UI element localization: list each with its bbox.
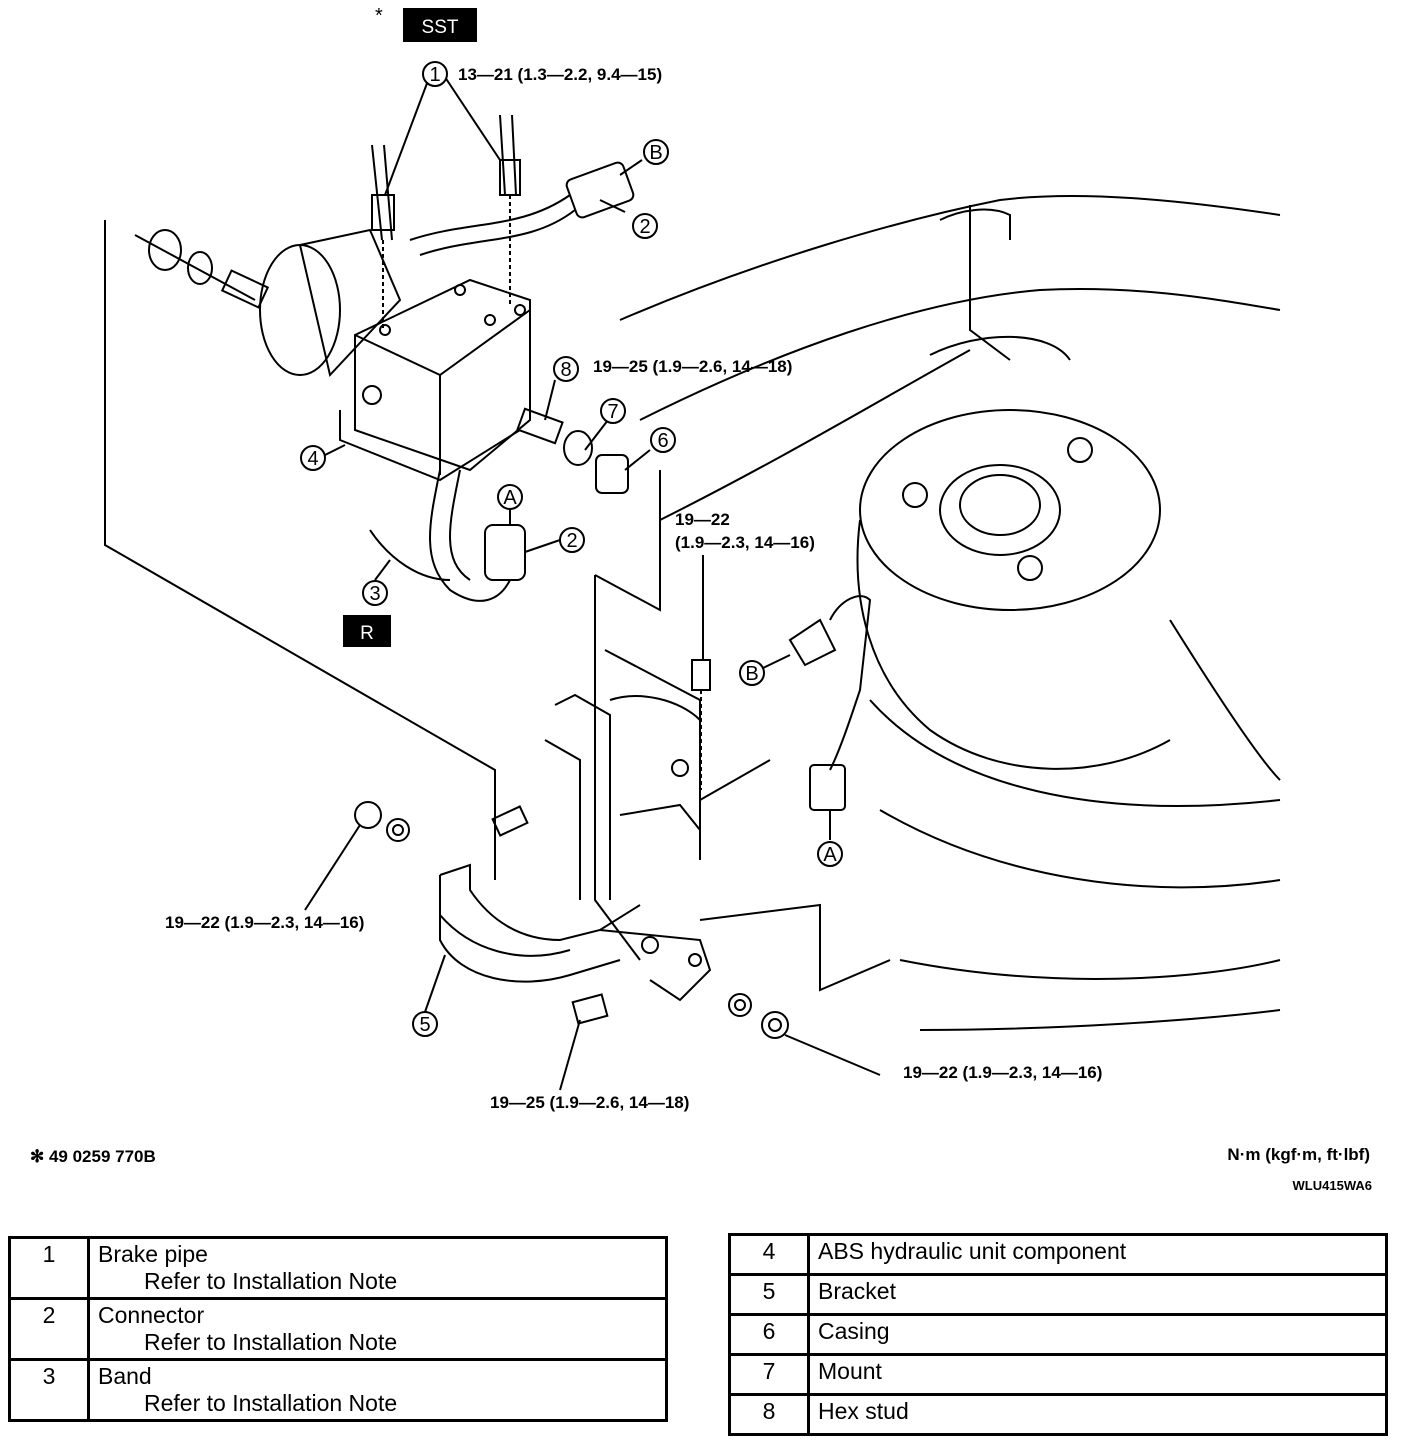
callout-circle-8: [553, 356, 579, 382]
callout-A-top: A: [503, 487, 517, 509]
callout-circle-7: [600, 398, 626, 424]
torque-label-hex-stud: 19—25 (1.9—2.6, 14—18): [593, 357, 792, 376]
part-name: Band: [98, 1363, 152, 1389]
callout-circle-A-bottom: [817, 841, 843, 867]
part-name: Hex stud: [807, 1393, 1388, 1436]
part-name: ABS hydraulic unit component: [807, 1233, 1388, 1276]
part-note: Refer to Installation Note: [144, 1390, 398, 1416]
callout-circle-B-bottom: [739, 660, 765, 686]
callout-7: 7: [607, 401, 618, 423]
table-row: 8 Hex stud: [728, 1393, 1388, 1436]
table-row: 4 ABS hydraulic unit component: [728, 1233, 1388, 1276]
callout-circle-2-bottom: [559, 527, 585, 553]
torque-label-bottom-bolt: 19—25 (1.9—2.6, 14—18): [490, 1093, 689, 1112]
table-row: 5 Bracket: [728, 1273, 1388, 1316]
abs-hydraulic-unit: [259, 228, 531, 482]
part-number: 7: [728, 1353, 810, 1396]
part-number: 4: [728, 1233, 810, 1276]
callout-circle-5: [412, 1011, 438, 1037]
connector-harness: [369, 161, 872, 811]
r-box: [343, 615, 391, 647]
frame-outline: [104, 220, 891, 992]
part-number: 1: [8, 1236, 90, 1300]
part-number: 2: [8, 1297, 90, 1361]
bracket: [439, 693, 712, 1002]
part-note: Refer to Installation Note: [144, 1329, 398, 1355]
torque-label-right-nut: 19—22 (1.9—2.3, 14—16): [903, 1063, 1102, 1082]
sst-label: SST: [422, 17, 459, 38]
torque-label-mid-line2: (1.9—2.3, 14—16): [675, 533, 815, 552]
callout-circle-A-top: [497, 484, 523, 510]
part-note: Refer to Installation Note: [144, 1268, 398, 1294]
part-name: Mount: [807, 1353, 1388, 1396]
callout-circle-4: [300, 445, 326, 471]
sst-note: ✻ 49 0259 770B: [30, 1147, 156, 1166]
torque-label-left-nut: 19—22 (1.9—2.3, 14—16): [165, 913, 364, 932]
strut-tower-body: [619, 194, 1281, 1031]
callout-4: 4: [307, 448, 318, 470]
hex-stud-and-mount: [134, 229, 629, 494]
part-number: 3: [8, 1358, 90, 1422]
part-number: 6: [728, 1313, 810, 1356]
callout-2-bottom: 2: [566, 530, 577, 552]
callout-B-top: B: [649, 142, 662, 164]
table-row: 7 Mount: [728, 1353, 1388, 1396]
sst-box: [403, 8, 477, 42]
torque-label-mid-line1: 19—22: [675, 510, 730, 529]
torque-units: N·m (kgf·m, ft·lbf): [1227, 1145, 1370, 1164]
callout-6: 6: [657, 430, 668, 452]
sst-marker: *: [375, 5, 383, 27]
part-number: 8: [728, 1393, 810, 1436]
r-label: R: [360, 623, 374, 644]
leader-lines: [304, 159, 881, 1091]
fasteners: [354, 659, 789, 1039]
part-number: 5: [728, 1273, 810, 1316]
callout-circle-3: [362, 580, 388, 606]
callout-3: 3: [369, 583, 380, 605]
callout-circle-B-top: [643, 139, 669, 165]
callout-5: 5: [419, 1014, 430, 1036]
table-row: 6 Casing: [728, 1313, 1388, 1356]
callout-circle-1: [422, 61, 448, 87]
abs-unit-exploded-diagram: * SST R 1 2 2 3 4 5 6 7 8 B B A A 13—21 …: [104, 5, 1281, 1112]
figure-id: WLU415WA6: [1292, 1178, 1372, 1193]
part-name: Casing: [807, 1313, 1388, 1356]
part-name: Brake pipe: [98, 1241, 208, 1267]
torque-label-brake-pipe: 13—21 (1.3—2.2, 9.4—15): [458, 65, 662, 84]
parts-table-right: 4 ABS hydraulic unit component 5 Bracket…: [728, 1233, 1388, 1436]
callout-A-bottom: A: [823, 844, 837, 866]
callout-2-top: 2: [639, 216, 650, 238]
callout-circle-6: [650, 427, 676, 453]
part-name: Connector: [98, 1302, 205, 1328]
callout-1: 1: [429, 64, 440, 86]
callout-circle-2-top: [632, 213, 658, 239]
part-name: Bracket: [807, 1273, 1388, 1316]
callout-8: 8: [560, 359, 571, 381]
callout-B-bottom: B: [745, 663, 758, 685]
